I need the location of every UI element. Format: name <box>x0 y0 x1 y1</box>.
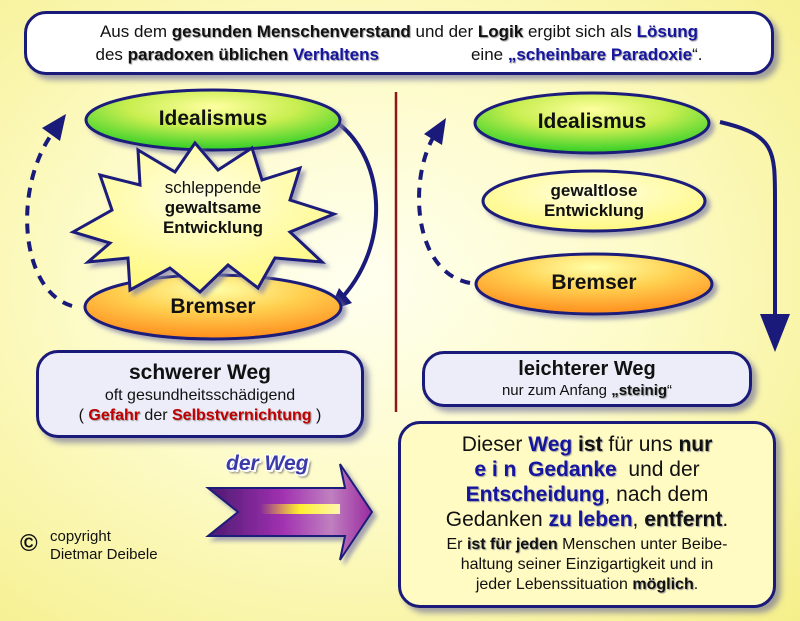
conclusion-box: Dieser Weg ist für uns nur e i n Gedanke… <box>398 421 776 608</box>
top-banner: Aus dem gesunden Menschenverstand und de… <box>24 11 774 75</box>
conclusion-text: Menschen unter Beibe- <box>557 536 728 553</box>
banner-text: und der <box>410 22 478 41</box>
conclusion-line-1: Dieser Weg ist für uns nur <box>401 432 773 457</box>
note-text: ( <box>78 407 89 424</box>
right-idealismus-label: Idealismus <box>537 110 647 133</box>
star-line-1: schleppende <box>164 178 262 197</box>
copyright-icon: © <box>20 530 38 557</box>
note-text: der <box>139 407 172 424</box>
conclusion-text: Er <box>446 536 467 553</box>
note-text: nur zum Anfang <box>501 382 612 399</box>
right-arrow-up-dashed <box>417 128 471 285</box>
left-idealismus-label: Idealismus <box>158 107 268 130</box>
conclusion-highlight: Weg <box>528 433 573 456</box>
left-arrow-up-head <box>42 114 66 141</box>
conclusion-line-6: haltung seiner Einzigartigkeit und in <box>460 556 714 573</box>
banner-highlight-blue: Lösung <box>636 22 699 41</box>
banner-highlight: gesunden Menschenverstand <box>171 22 411 41</box>
explosion-star-shape <box>69 140 339 294</box>
right-idealismus-ellipse <box>473 91 711 155</box>
star-line-2: gewaltsame <box>164 198 262 217</box>
conclusion-text: Gedanken <box>445 508 549 531</box>
conclusion-highlight: Entscheidung <box>465 483 605 506</box>
der-weg-label: der Weg <box>226 452 309 475</box>
note-text: ) <box>311 407 322 424</box>
conclusion-line-5: Er ist für jeden Menschen unter Beibe- <box>401 535 773 555</box>
conclusion-text <box>516 458 528 481</box>
banner-text: ergibt sich als <box>523 22 637 41</box>
gewaltlose-line-1: gewaltlose <box>550 181 638 200</box>
copyright-text: copyright Dietmar Deibele <box>50 528 158 564</box>
leichterer-weg-subtitle: nur zum Anfang „steinig“ <box>425 382 749 399</box>
conclusion-text: für uns <box>602 433 679 456</box>
banner-highlight: Logik <box>477 22 524 41</box>
left-arrow-down <box>328 116 379 305</box>
conclusion-line-3: Entscheidung, nach dem <box>401 482 773 507</box>
right-gewaltlose-ellipse <box>481 169 707 233</box>
conclusion-text: jeder Lebenssituation <box>475 576 633 593</box>
leichterer-weg-title: leichterer Weg <box>518 358 656 380</box>
banner-highlight-blue: „scheinbare Paradoxie <box>507 45 693 64</box>
conclusion-text: , <box>632 508 645 531</box>
right-arrow-down-head <box>760 314 790 352</box>
right-bremser-ellipse <box>474 252 714 316</box>
leichterer-weg-box: leichterer Weg nur zum Anfang „steinig“ <box>422 351 752 407</box>
right-arrow-down <box>719 120 777 322</box>
schwerer-weg-title: schwerer Weg <box>128 361 271 384</box>
left-bremser-label: Bremser <box>170 295 256 318</box>
conclusion-highlight: Gedanke <box>528 458 617 481</box>
copyright-line-2: Dietmar Deibele <box>50 546 158 563</box>
banner-line-1: Aus dem gesunden Menschenverstand und de… <box>27 20 771 43</box>
banner-text: des <box>95 45 128 64</box>
schwerer-weg-line-3: ( Gefahr der Selbstvernichtung ) <box>39 407 361 425</box>
banner-highlight: paradoxen üblichen <box>127 45 289 64</box>
conclusion-highlight: möglich <box>632 576 694 593</box>
conclusion-highlight: ist <box>578 433 603 456</box>
left-idealismus-ellipse <box>84 88 342 152</box>
conclusion-text: . <box>722 508 729 531</box>
conclusion-text: und der <box>616 458 700 481</box>
conclusion-highlight: zu leben <box>548 508 633 531</box>
star-line-3: Entwicklung <box>162 218 264 237</box>
note-highlight-red: Gefahr <box>88 407 140 424</box>
conclusion-text: Dieser <box>461 433 529 456</box>
note-highlight: „steinig <box>611 382 668 399</box>
note-text: “ <box>667 382 673 399</box>
conclusion-highlight: nur <box>678 433 713 456</box>
conclusion-highlight: e i n <box>474 458 517 481</box>
note-highlight-red: Selbstvernichtung <box>172 407 312 424</box>
banner-text: “. <box>692 45 703 64</box>
weg-arrow-highlight <box>260 504 340 514</box>
conclusion-highlight: entfernt <box>644 508 723 531</box>
right-bremser-label: Bremser <box>551 271 637 294</box>
conclusion-line-7: jeder Lebenssituation möglich. <box>401 575 773 595</box>
right-gewaltlose-text: gewaltlose Entwicklung <box>484 181 704 221</box>
banner-line-2: des paradoxen üblichen Verhaltens eine „s… <box>27 43 771 66</box>
schwerer-weg-subtitle: oft gesundheitsschädigend <box>104 387 296 404</box>
conclusion-line-4: Gedanken zu leben, entfernt. <box>401 507 773 532</box>
left-arrow-up-dashed <box>25 124 73 308</box>
right-arrow-up-head <box>424 118 446 145</box>
left-star-text: schleppende gewaltsame Entwicklung <box>100 178 326 238</box>
gewaltlose-line-2: Entwicklung <box>543 201 645 220</box>
conclusion-highlight: ist für jeden <box>466 536 558 553</box>
conclusion-line-2: e i n Gedanke und der <box>401 457 773 482</box>
copyright-line-1: copyright <box>50 528 111 545</box>
banner-text: eine <box>470 45 508 64</box>
banner-highlight-blue: Verhaltens <box>292 45 379 64</box>
schwerer-weg-box: schwerer Weg oft gesundheitsschädigend (… <box>36 350 364 438</box>
conclusion-text: , nach dem <box>604 483 709 506</box>
banner-text: Aus dem <box>99 22 172 41</box>
conclusion-text: . <box>693 576 699 593</box>
